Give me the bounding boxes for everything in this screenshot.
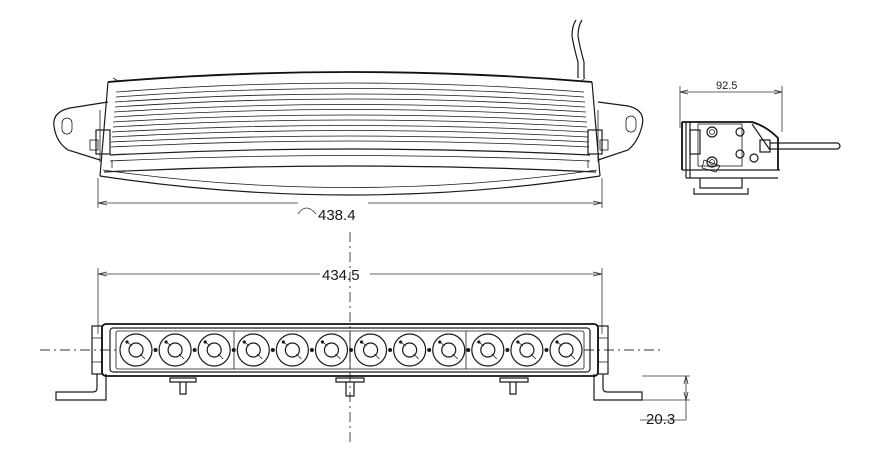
led-lens — [197, 333, 231, 367]
led-separator-dot — [153, 348, 158, 352]
right-end-bracket — [593, 325, 643, 401]
depth-dimension — [679, 86, 783, 132]
total-length-dimension — [97, 268, 603, 334]
side-view: 92.5 — [679, 80, 841, 195]
led-separator-dot — [466, 348, 471, 352]
depth-label: 92.5 — [716, 80, 737, 92]
led-separator-dot — [309, 348, 314, 352]
front-view: 434.5 — [40, 232, 690, 446]
led-separator-dot — [544, 348, 549, 352]
led-lens — [236, 333, 270, 367]
left-bracket — [53, 101, 111, 162]
front-housing — [101, 323, 599, 377]
led-row — [119, 333, 583, 367]
led-lens — [432, 333, 466, 367]
left-end-bracket — [55, 325, 107, 401]
bracket-offset-label: 20.3 — [646, 411, 675, 428]
led-separator-dot — [270, 348, 275, 352]
led-separator-dot — [505, 348, 510, 352]
led-separator-dot — [349, 348, 353, 352]
led-lens — [119, 333, 153, 367]
led-lens — [353, 333, 388, 367]
total-length-label: 434.5 — [322, 267, 360, 284]
led-lens — [549, 333, 583, 367]
led-separator-dot — [192, 348, 197, 352]
arc-length-dimension — [97, 178, 603, 215]
mounting-studs — [169, 377, 529, 397]
arc-length-label: 438.4 — [318, 207, 356, 224]
side-cable — [759, 139, 841, 153]
power-cable — [571, 19, 585, 78]
side-housing — [681, 121, 780, 195]
curved-bar-body — [99, 71, 601, 196]
led-lens — [393, 333, 427, 367]
bracket-offset-dimension — [640, 375, 690, 421]
led-lens — [314, 333, 349, 367]
led-lens — [471, 333, 505, 367]
led-separator-dot — [427, 348, 432, 352]
led-separator-dot — [231, 348, 236, 352]
led-lens — [158, 333, 192, 367]
led-lens — [275, 333, 309, 367]
led-lens — [510, 333, 544, 367]
top-view: 438.4 — [53, 19, 644, 224]
led-separator-dot — [388, 348, 393, 352]
